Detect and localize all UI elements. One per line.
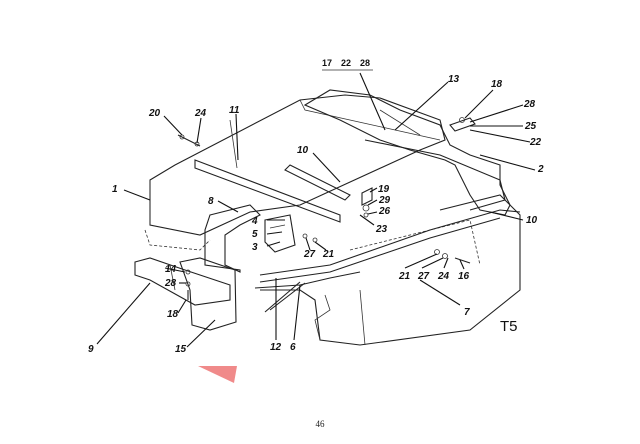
- callout-10-lower: 10: [526, 215, 538, 226]
- callout-18-top: 18: [491, 79, 503, 90]
- callout-6: 6: [290, 342, 296, 353]
- callout-28-right: 28: [523, 99, 536, 110]
- callout-29: 29: [378, 195, 391, 206]
- lower-chassis: [260, 194, 521, 346]
- leader-lines: [96, 69, 536, 348]
- callout-10-upper: 10: [297, 145, 309, 156]
- top-panel: [144, 94, 446, 251]
- left-side-panel: [134, 204, 261, 331]
- hardware-stack: [361, 187, 373, 218]
- header-group-17: 17: [322, 58, 332, 68]
- right-frame: [303, 89, 511, 216]
- callout-4: 4: [251, 216, 258, 227]
- callout-9: 9: [88, 344, 94, 355]
- callout-16: 16: [458, 271, 470, 282]
- callout-22: 22: [529, 137, 542, 148]
- callout-7: 7: [464, 307, 470, 318]
- callout-26: 26: [378, 206, 391, 217]
- callout-13: 13: [448, 74, 460, 85]
- callout-18-left: 18: [167, 309, 179, 320]
- center-bracket: [264, 214, 296, 253]
- callout-24-top: 24: [194, 108, 207, 119]
- header-group-22: 22: [341, 58, 351, 68]
- hardware-right: [449, 117, 476, 132]
- upper-rail: [284, 164, 351, 201]
- header-group-28: 28: [360, 58, 370, 68]
- hardware-lower: [434, 249, 471, 264]
- lower-rails: [254, 209, 521, 313]
- hardware-left: [185, 269, 191, 300]
- callout-15: 15: [175, 344, 187, 355]
- callout-25: 25: [524, 121, 537, 132]
- callout-3: 3: [252, 242, 258, 253]
- callout-27-mid: 27: [303, 249, 316, 260]
- callout-20: 20: [148, 108, 161, 119]
- callout-19: 19: [378, 184, 390, 195]
- callout-1: 1: [112, 184, 118, 195]
- callout-21-lower: 21: [398, 271, 411, 282]
- callout-28-left: 28: [164, 278, 177, 289]
- hardware-mid: [302, 233, 318, 243]
- callout-21-mid: 21: [322, 249, 335, 260]
- callout-14: 14: [165, 264, 177, 275]
- callout-24-lower: 24: [437, 271, 450, 282]
- cross-beam: [194, 119, 341, 223]
- callout-8: 8: [208, 196, 214, 207]
- callout-5: 5: [252, 229, 258, 240]
- figure-code: T5: [500, 318, 518, 335]
- callout-23: 23: [375, 224, 388, 235]
- page-number: 46: [315, 419, 325, 429]
- bolt-20-24: [177, 134, 201, 147]
- callout-27-lower: 27: [417, 271, 430, 282]
- callout-12: 12: [270, 342, 282, 353]
- red-marker-icon: [198, 366, 237, 383]
- callout-2: 2: [537, 164, 544, 175]
- callout-11: 11: [229, 105, 240, 116]
